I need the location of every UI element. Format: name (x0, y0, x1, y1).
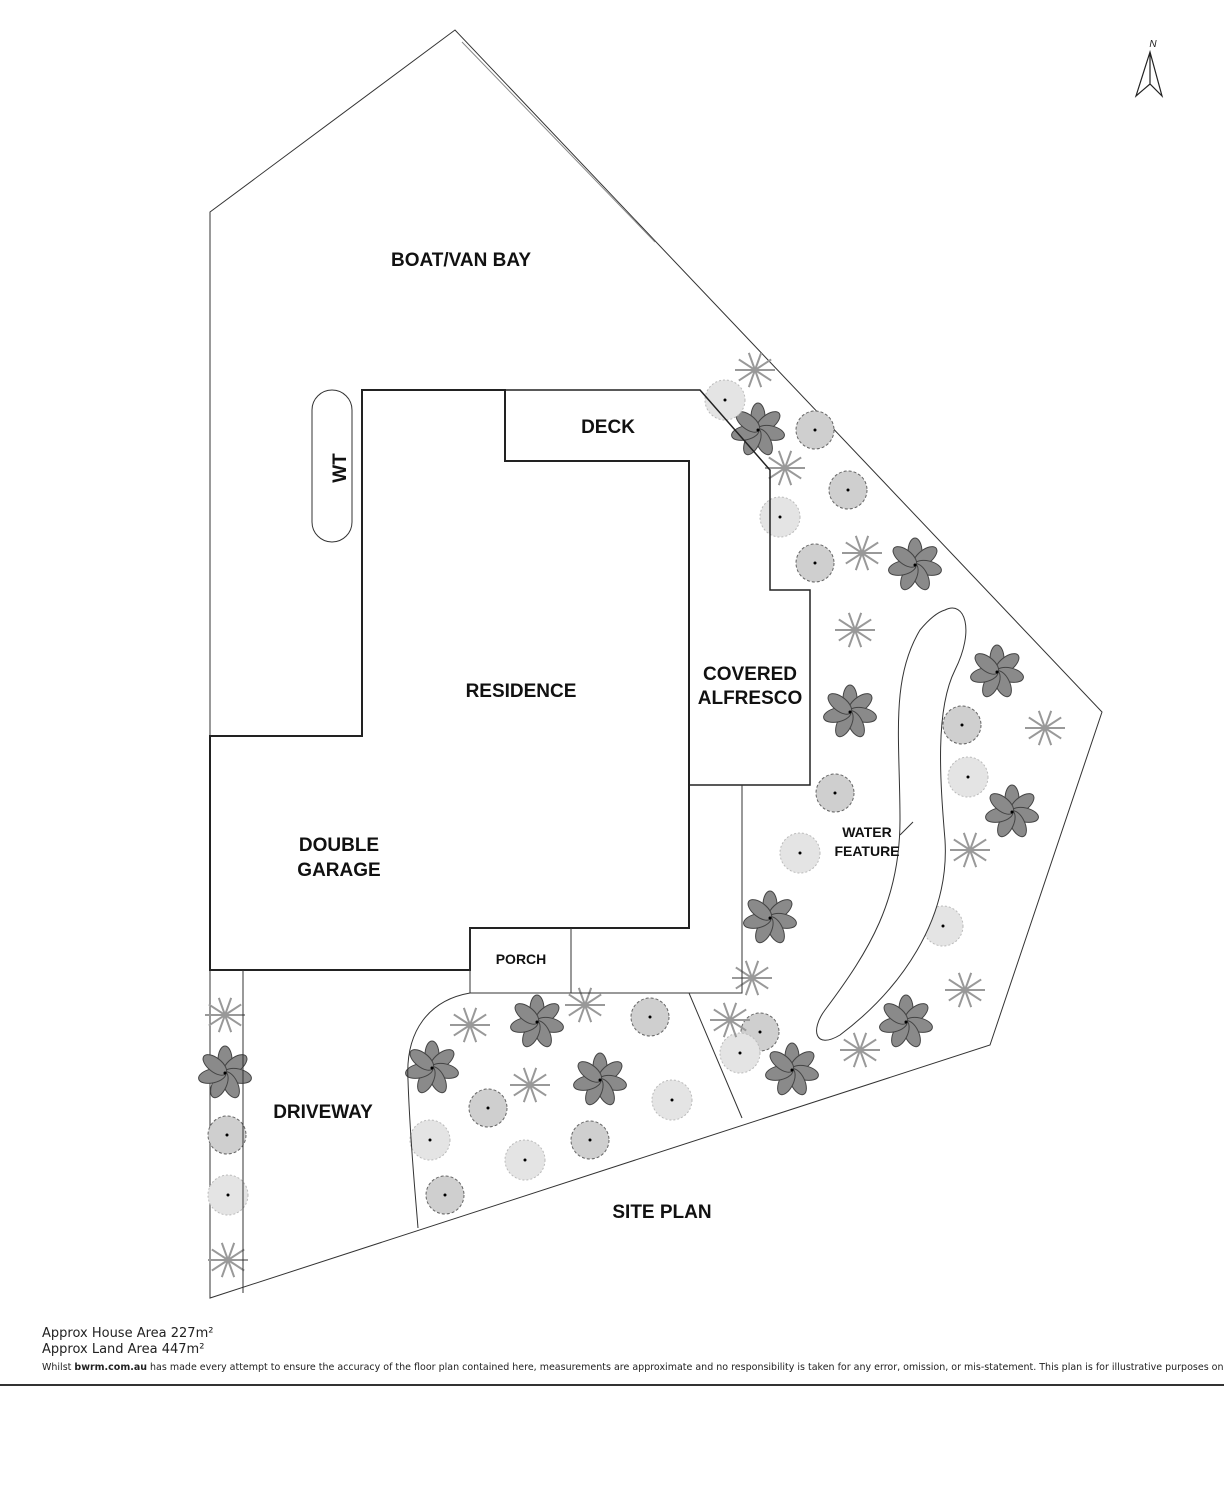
plant-icon (779, 832, 821, 874)
label-water-feature-1: WATER (842, 824, 892, 840)
plant-icon (835, 612, 875, 648)
plant-icon (710, 1002, 750, 1038)
label-porch: PORCH (496, 951, 547, 967)
label-residence: RESIDENCE (466, 681, 577, 702)
label-covered-alfresco-1: COVERED (703, 664, 797, 685)
label-double-garage-1: DOUBLE (299, 835, 379, 856)
landscaping-plants (198, 352, 1065, 1278)
plant-icon (205, 997, 245, 1033)
label-deck: DECK (581, 417, 635, 438)
plant-icon (573, 1052, 627, 1106)
plant-icon (942, 705, 982, 745)
disclaimer-suffix: has made every attempt to ensure the acc… (147, 1362, 1224, 1373)
plant-icon (570, 1120, 610, 1160)
water-tank (311, 389, 353, 543)
plant-icon (208, 1242, 248, 1278)
plant-icon (450, 1007, 490, 1043)
garden-bed-edge (407, 992, 471, 1229)
plant-icon (207, 1174, 249, 1216)
plant-icon (823, 684, 877, 738)
plant-icon (1025, 710, 1065, 746)
north-label: N (1149, 39, 1157, 50)
plant-icon (405, 1040, 459, 1094)
label-covered-alfresco-2: ALFRESCO (698, 688, 803, 709)
label-wt: WT (330, 453, 351, 483)
plant-icon (468, 1088, 508, 1128)
land-area: Approx Land Area 447m² (42, 1342, 205, 1357)
disclaimer-brand: bwrm.com.au (74, 1362, 147, 1373)
label-double-garage-2: GARAGE (297, 860, 380, 881)
plant-icon (842, 535, 882, 571)
plant-icon (828, 470, 868, 510)
plant-icon (795, 410, 835, 450)
plant-icon (207, 1115, 247, 1155)
plant-icon (879, 994, 933, 1048)
disclaimer: Whilst bwrm.com.au has made every attemp… (42, 1362, 1224, 1373)
boundary-double-line (461, 41, 656, 243)
plant-icon (735, 352, 775, 388)
plant-icon (504, 1139, 546, 1181)
plant-icon (704, 379, 746, 421)
plant-icon (765, 450, 805, 486)
plant-icon (510, 994, 564, 1048)
label-driveway: DRIVEWAY (273, 1102, 373, 1123)
plant-icon (765, 1042, 819, 1096)
plant-icon (888, 537, 942, 591)
plant-icon (630, 997, 670, 1037)
label-water-feature-2: FEATURE (834, 843, 899, 859)
lot-boundary (209, 29, 1103, 1299)
porch-outline (469, 928, 572, 994)
north-arrow-icon: N (1134, 39, 1164, 99)
plant-icon (759, 496, 801, 538)
water-feature (816, 607, 967, 1041)
plant-icon (985, 784, 1039, 838)
plant-icon (510, 1067, 550, 1103)
label-site-plan: SITE PLAN (612, 1202, 711, 1223)
plant-icon (743, 890, 797, 944)
plant-icon (732, 960, 772, 996)
plant-icon (815, 773, 855, 813)
plant-icon (950, 832, 990, 868)
plant-icon (198, 1045, 252, 1099)
plant-icon (945, 972, 985, 1008)
plant-icon (719, 1032, 761, 1074)
plant-icon (425, 1175, 465, 1215)
plant-icon (947, 756, 989, 798)
plant-icon (651, 1079, 693, 1121)
path-lines (242, 785, 743, 1293)
residence-outline (209, 389, 690, 971)
plant-icon (731, 402, 785, 456)
water-feature-leader (899, 821, 914, 836)
house-area: Approx House Area 227m² (42, 1326, 214, 1341)
plant-icon (840, 1032, 880, 1068)
plant-icon (565, 987, 605, 1023)
deck-alfresco-outline (505, 389, 811, 786)
footer-divider (0, 1384, 1224, 1386)
plant-icon (970, 644, 1024, 698)
plant-icon (795, 543, 835, 583)
label-boat-van-bay: BOAT/VAN BAY (391, 250, 531, 271)
plant-icon (409, 1119, 451, 1161)
disclaimer-prefix: Whilst (42, 1362, 75, 1373)
